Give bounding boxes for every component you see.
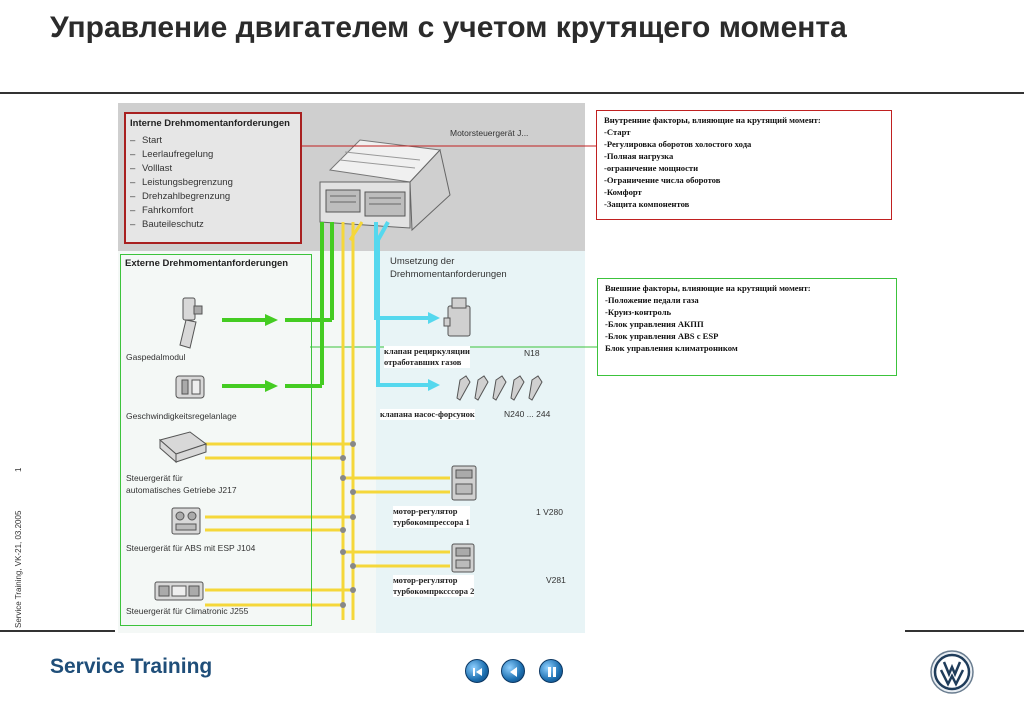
pause-icon xyxy=(548,667,556,677)
turbo2-actuator-icon xyxy=(451,543,475,573)
internal-requests-heading: Interne Drehmomentanforderungen xyxy=(130,118,290,129)
prev-icon xyxy=(510,667,517,677)
gas-pedal-label: Gaspedalmodul xyxy=(126,352,186,362)
gearbox-ecu-label-1: Steuergerät für xyxy=(126,473,183,483)
conversion-label-2: Drehmomentanforderungen xyxy=(390,269,507,280)
internal-factor-item: -Комфорт xyxy=(604,187,642,197)
external-factor-item: Блок управления климатроником xyxy=(605,343,738,353)
turbo1-label: мотор-регулятор турбокомпрессора 1 xyxy=(393,506,470,528)
vw-logo xyxy=(930,650,974,694)
ecu-unit-icon xyxy=(319,139,451,232)
cruise-control-label: Geschwindigkeitsregelanlage xyxy=(126,411,237,421)
internal-item: –Leistungsbegrenzung xyxy=(130,177,233,188)
turbo1-code: 1 V280 xyxy=(536,507,563,517)
internal-factors-box: Внутренние факторы, влияющие на крутящий… xyxy=(596,110,892,220)
climatronic-icon xyxy=(154,581,204,601)
external-factors-box: Внешние факторы, влияющие на крутящий мо… xyxy=(597,278,897,376)
external-requests-heading: Externe Drehmomentanforderungen xyxy=(125,258,289,269)
abs-esp-label: Steuergerät für ABS mit ESP J104 xyxy=(126,543,256,553)
egr-valve-icon xyxy=(443,297,471,337)
cyan-arrows xyxy=(428,312,440,391)
gearbox-ecu-label-2: automatisches Getriebe J217 xyxy=(126,485,237,495)
gas-pedal-icon xyxy=(179,297,203,349)
external-factor-item: -Блок управления АКПП xyxy=(605,319,704,329)
wire-junctions xyxy=(340,441,356,608)
green-wires xyxy=(222,222,334,388)
turbo2-code: V281 xyxy=(546,575,566,585)
cyan-wires xyxy=(374,221,430,387)
injector-code: N240 ... 244 xyxy=(504,409,551,419)
external-factor-item: -Блок управления ABS с ESP xyxy=(605,331,719,341)
actuator-zone xyxy=(376,251,585,633)
header-divider xyxy=(0,92,1024,94)
external-factor-item: -Круиз-контроль xyxy=(605,307,672,317)
footer-divider-left xyxy=(0,630,115,632)
internal-factor-item: -Старт xyxy=(604,127,631,137)
ecu-label: Motorsteuergerät J... xyxy=(450,128,529,138)
first-slide-button[interactable] xyxy=(465,659,489,683)
climatronic-label: Steuergerät für Climatronic J255 xyxy=(126,606,249,616)
internal-factor-item: -Регулировка оборотов холостого хода xyxy=(604,139,752,149)
internal-factor-item: -ограничение мощности xyxy=(604,163,699,173)
cruise-control-icon xyxy=(175,375,205,399)
footer-brand: Service Training xyxy=(50,655,213,678)
turbo1-actuator-icon xyxy=(451,465,477,501)
external-requests-box: Externe Drehmomentanforderungen xyxy=(120,254,312,626)
egr-valve-label: клапан рециркуляции отработавших газов xyxy=(384,346,470,368)
internal-item: –Fahrkomfort xyxy=(130,205,194,216)
internal-item: –Start xyxy=(130,135,163,146)
abs-esp-icon xyxy=(171,507,201,535)
yellow-wires xyxy=(205,221,450,620)
injector-icons xyxy=(456,375,543,401)
internal-requests-box: Interne Drehmomentanforderungen –Start –… xyxy=(124,112,302,244)
first-icon xyxy=(473,668,482,676)
internal-item: –Volllast xyxy=(130,163,173,174)
previous-slide-button[interactable] xyxy=(501,659,525,683)
internal-item: –Bauteileschutz xyxy=(130,219,204,230)
external-factors-heading: Внешние факторы, влияющие на крутящий мо… xyxy=(605,283,811,293)
page-title: Управление двигателем с учетом крутящего… xyxy=(50,11,847,44)
external-factor-item: -Положение педали газа xyxy=(605,295,699,305)
internal-factor-item: -Защита компонентов xyxy=(604,199,690,209)
internal-item: –Leerlaufregelung xyxy=(130,149,214,160)
gearbox-ecu-icon xyxy=(158,431,208,464)
green-arrows xyxy=(265,314,278,392)
turbo2-label: мотор-регулятор турбокомпрксссора 2 xyxy=(393,575,475,597)
internal-factor-item: -Ограничение числа оборотов xyxy=(604,175,721,185)
egr-valve-code: N18 xyxy=(524,348,540,358)
footer-divider-right xyxy=(905,630,1024,632)
conversion-label-1: Umsetzung der xyxy=(390,256,455,267)
internal-factors-heading: Внутренние факторы, влияющие на крутящий… xyxy=(604,115,821,125)
internal-item: –Drehzahlbegrenzung xyxy=(130,191,231,202)
pause-button[interactable] xyxy=(539,659,563,683)
injector-label: клапана насос-форсунок xyxy=(380,409,475,420)
internal-factor-item: -Полная нагрузка xyxy=(604,151,674,161)
